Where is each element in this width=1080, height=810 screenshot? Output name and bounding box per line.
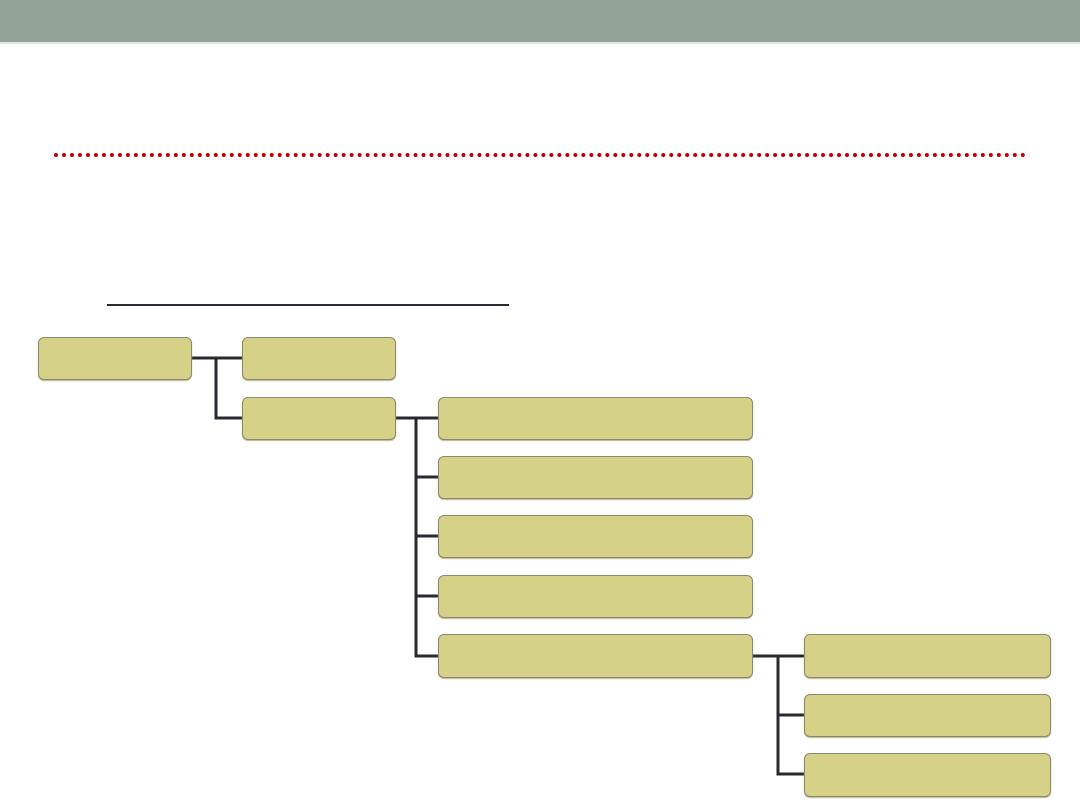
node-level3-3 bbox=[804, 753, 1051, 797]
node-level2-3 bbox=[438, 515, 753, 558]
node-level1-b bbox=[242, 397, 396, 440]
node-level2-5 bbox=[438, 634, 753, 678]
node-root bbox=[38, 337, 192, 380]
node-level3-1 bbox=[804, 634, 1051, 678]
node-level2-2 bbox=[438, 456, 753, 499]
title-bar bbox=[0, 0, 1080, 44]
node-level2-1 bbox=[438, 397, 753, 440]
connector-c5-children bbox=[752, 654, 804, 776]
heading-underline bbox=[107, 304, 509, 306]
node-level3-2 bbox=[804, 694, 1051, 737]
connector-root-children bbox=[191, 356, 242, 420]
dotted-divider bbox=[54, 153, 1026, 157]
connector-b-children bbox=[395, 416, 438, 658]
node-level2-4 bbox=[438, 575, 753, 618]
node-level1-a bbox=[242, 337, 396, 380]
